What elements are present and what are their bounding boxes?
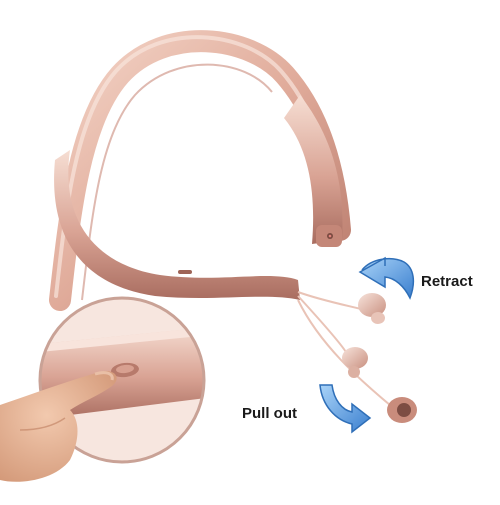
pullout-arrow-icon bbox=[319, 384, 372, 434]
earbud-bottom bbox=[387, 397, 417, 423]
earbud-top bbox=[358, 293, 386, 324]
button-zoom-detail bbox=[38, 296, 206, 464]
earbud-middle bbox=[342, 347, 368, 378]
pull-out-label: Pull out bbox=[242, 405, 297, 422]
retract-label: Retract bbox=[421, 273, 473, 290]
right-arm bbox=[284, 95, 343, 247]
left-arm bbox=[54, 150, 300, 300]
hand-finger bbox=[0, 371, 117, 482]
retract-arrow-icon bbox=[358, 256, 415, 300]
